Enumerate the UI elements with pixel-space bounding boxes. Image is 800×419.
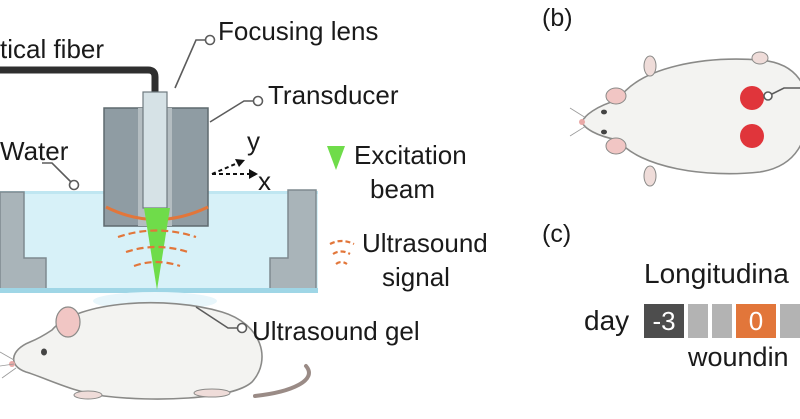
optical-fiber-label: tical fiber: [0, 34, 104, 64]
excitation-beam: [144, 208, 170, 290]
water-pointer-dot: [68, 179, 80, 191]
axis-y-arrowhead: [235, 159, 245, 167]
panel-c-label: (c): [542, 220, 571, 248]
gel-pointer-dot: [236, 322, 248, 334]
excitation-beam-label-line2: beam: [370, 174, 435, 204]
transducer-label: Transducer: [268, 80, 399, 110]
ultrasound-signal-label-line1: Ultrasound: [362, 228, 488, 258]
timeline-day-label: day: [584, 305, 629, 336]
wound-spot-lower: [740, 124, 764, 148]
focusing-lens-label: Focusing lens: [218, 16, 378, 46]
timeline-cell-label-0: -3: [652, 306, 675, 336]
axis-y-label: y: [247, 126, 260, 156]
ultrasound-legend-icon: [329, 239, 355, 265]
excitation-legend-icon: [327, 146, 345, 170]
axis-x-label: x: [258, 166, 271, 196]
focusing-lens-pointer-dot: [204, 34, 216, 46]
mouse-top-view: [569, 51, 800, 187]
panel-b-label: (b): [542, 4, 573, 32]
timeline-title: Longitudina: [644, 258, 789, 289]
mouse-side-view: [0, 301, 311, 400]
axis-x-arrowhead: [249, 169, 258, 179]
focusing-lens: [142, 91, 168, 209]
timeline-cell-1: [688, 304, 708, 338]
tank-left-wall: [0, 191, 47, 291]
transducer-pointer-dot: [252, 95, 264, 107]
timeline-cell-label-3: 0: [749, 306, 763, 336]
optical-fiber: [0, 66, 159, 92]
ultrasound-gel-label: Ultrasound gel: [252, 316, 420, 346]
ultrasound-waves: [117, 229, 197, 268]
timeline-cell-0: [644, 304, 684, 338]
ultrasound-signal-label-line2: signal: [382, 262, 450, 292]
timeline-cell-3: [736, 304, 776, 338]
wound-spot-upper: [740, 86, 764, 110]
pointer-lines: [42, 39, 254, 329]
coordinate-axes: [211, 161, 252, 175]
membrane: [0, 288, 318, 293]
timeline-event-label: woundin: [687, 342, 789, 372]
excitation-beam-label-line1: Excitation: [354, 140, 467, 170]
timeline-cells: -3 0: [644, 304, 800, 338]
water-label: Water: [0, 136, 69, 166]
timeline-cell-2: [712, 304, 732, 338]
timeline-cell-4: [780, 304, 800, 338]
